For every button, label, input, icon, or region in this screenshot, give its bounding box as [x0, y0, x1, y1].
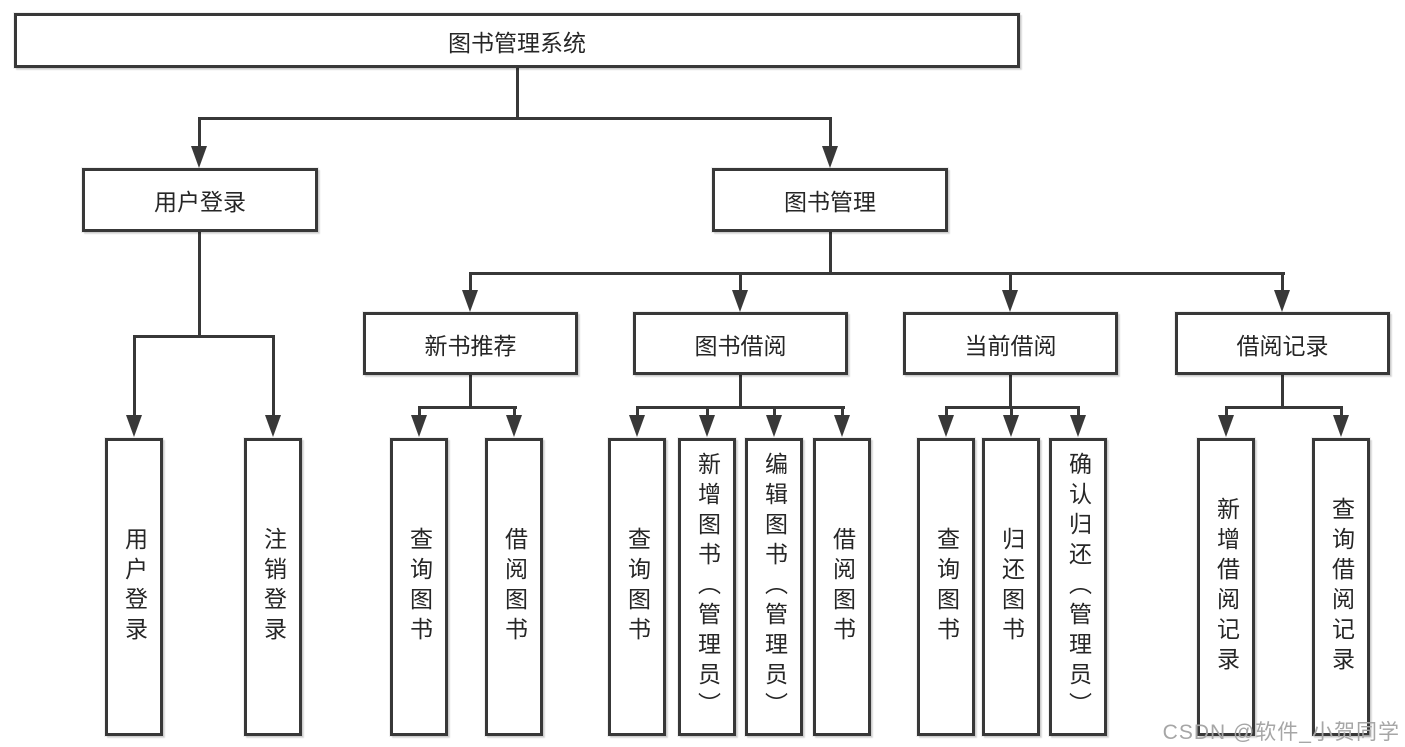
arrow-down-icon	[1070, 415, 1086, 437]
arrow-down-icon	[766, 415, 782, 437]
node-book-management: 图书管理	[712, 168, 948, 232]
leaf-add-books-admin: 新增图书（管理员）	[678, 438, 736, 736]
arrow-down-icon	[1274, 290, 1290, 312]
arrow-down-icon	[1333, 415, 1349, 437]
connector-line	[841, 407, 844, 417]
connector-line	[829, 232, 832, 275]
arrow-down-icon	[506, 415, 522, 437]
connector-line	[1340, 407, 1343, 417]
leaf-query-books-borrow: 查询图书	[608, 438, 666, 736]
arrow-down-icon	[1002, 290, 1018, 312]
connector-line	[706, 407, 709, 417]
connector-line	[469, 272, 1285, 275]
connector-line	[469, 375, 472, 409]
leaf-return-books: 归还图书	[982, 438, 1040, 736]
connector-line	[418, 406, 517, 409]
connector-line	[1010, 407, 1013, 417]
node-current-borrow: 当前借阅	[903, 312, 1118, 375]
leaf-add-borrow-record: 新增借阅记录	[1197, 438, 1255, 736]
connector-line	[418, 407, 421, 417]
arrow-down-icon	[411, 415, 427, 437]
connector-line	[198, 118, 201, 148]
connector-line	[829, 118, 832, 148]
arrow-down-icon	[732, 290, 748, 312]
connector-line	[636, 407, 639, 417]
node-borrow-records: 借阅记录	[1175, 312, 1390, 375]
connector-line	[1281, 275, 1284, 292]
connector-line	[739, 375, 742, 409]
leaf-borrow-books-recommend: 借阅图书	[485, 438, 543, 736]
node-root: 图书管理系统	[14, 13, 1020, 68]
arrow-down-icon	[1003, 415, 1019, 437]
connector-line	[198, 232, 201, 336]
arrow-down-icon	[265, 415, 281, 437]
connector-line	[133, 336, 136, 416]
connector-line	[773, 407, 776, 417]
leaf-query-borrow-record: 查询借阅记录	[1312, 438, 1370, 736]
connector-line	[1225, 406, 1343, 409]
arrow-down-icon	[822, 146, 838, 168]
connector-line	[198, 117, 832, 120]
connector-line	[739, 275, 742, 292]
node-new-book-recommend: 新书推荐	[363, 312, 578, 375]
leaf-logout: 注销登录	[244, 438, 302, 736]
connector-line	[1225, 407, 1228, 417]
connector-line	[469, 275, 472, 292]
leaf-query-books-current: 查询图书	[917, 438, 975, 736]
connector-line	[272, 336, 275, 416]
leaf-borrow-books: 借阅图书	[813, 438, 871, 736]
node-book-borrow: 图书借阅	[633, 312, 848, 375]
leaf-edit-books-admin: 编辑图书（管理员）	[745, 438, 803, 736]
connector-line	[1009, 375, 1012, 409]
csdn-watermark: CSDN @软件_小贺同学	[1162, 721, 1400, 744]
arrow-down-icon	[1218, 415, 1234, 437]
connector-line	[133, 335, 275, 338]
connector-line	[516, 68, 519, 118]
connector-line	[1009, 275, 1012, 292]
connector-line	[945, 407, 948, 417]
node-user-login: 用户登录	[82, 168, 318, 232]
leaf-user-login: 用户登录	[105, 438, 163, 736]
connector-line	[636, 406, 845, 409]
arrow-down-icon	[699, 415, 715, 437]
arrow-down-icon	[938, 415, 954, 437]
connector-line	[1077, 407, 1080, 417]
arrow-down-icon	[126, 415, 142, 437]
arrow-down-icon	[629, 415, 645, 437]
arrow-down-icon	[834, 415, 850, 437]
arrow-down-icon	[462, 290, 478, 312]
connector-line	[513, 407, 516, 417]
arrow-down-icon	[191, 146, 207, 168]
leaf-query-books-recommend: 查询图书	[390, 438, 448, 736]
connector-line	[1281, 375, 1284, 409]
leaf-confirm-return-admin: 确认归还（管理员）	[1049, 438, 1107, 736]
